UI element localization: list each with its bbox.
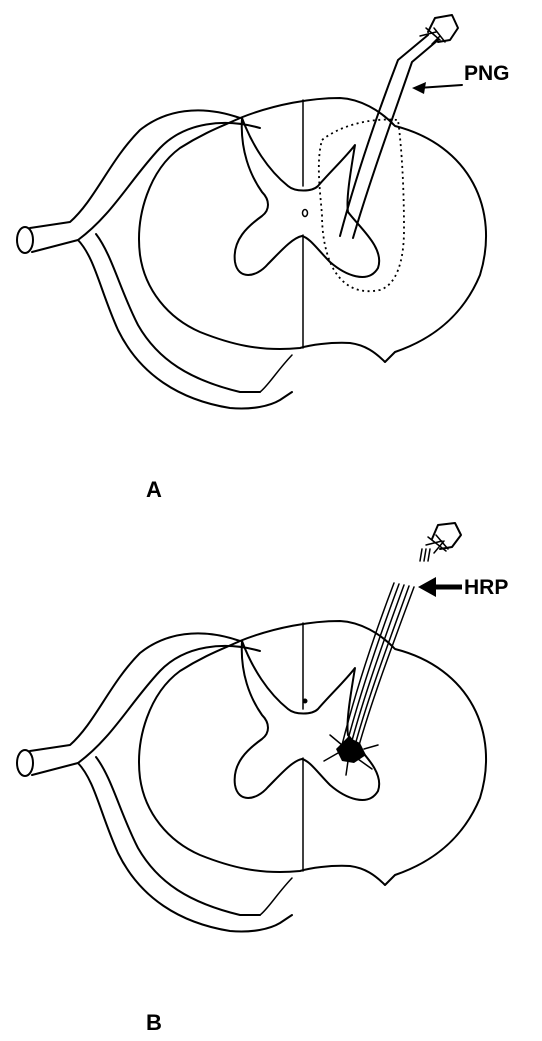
labeled-neurons — [324, 735, 378, 775]
panel-b-label: B — [146, 1010, 162, 1035]
panel-b — [17, 523, 486, 932]
ventral-root-edge — [260, 878, 292, 915]
white-matter-outline — [139, 98, 486, 362]
labeled-axon-bundle — [342, 583, 414, 749]
hrp-arrow — [418, 577, 462, 597]
graft-tip — [428, 15, 458, 42]
panel-a-label: A — [146, 477, 162, 502]
spinal-nerve-outer — [30, 633, 240, 751]
central-canal — [303, 699, 308, 704]
panel-a: PNG A — [17, 15, 510, 502]
png-arrow — [412, 82, 462, 94]
nerve-stump — [17, 227, 33, 253]
hrp-label: HRP — [464, 576, 508, 599]
spinal-cord-section-b — [17, 523, 486, 932]
dotted-labeled-region — [319, 120, 404, 292]
nerve-stump — [17, 750, 33, 776]
white-matter-outline — [139, 621, 486, 885]
grey-matter — [235, 118, 380, 277]
spinal-nerve-outer — [30, 110, 240, 228]
spinal-nerve-inner — [32, 646, 260, 775]
nerve-graft-left — [340, 35, 428, 236]
nerve-graft-right — [353, 40, 438, 238]
hrp-arrow-head — [418, 577, 436, 597]
png-label: PNG — [464, 62, 510, 85]
spinal-cord-section-a — [17, 15, 486, 409]
ventral-root-edge — [260, 355, 292, 392]
central-canal — [303, 210, 308, 217]
png-arrow-head — [412, 82, 426, 94]
spinal-nerve-inner — [32, 123, 260, 252]
